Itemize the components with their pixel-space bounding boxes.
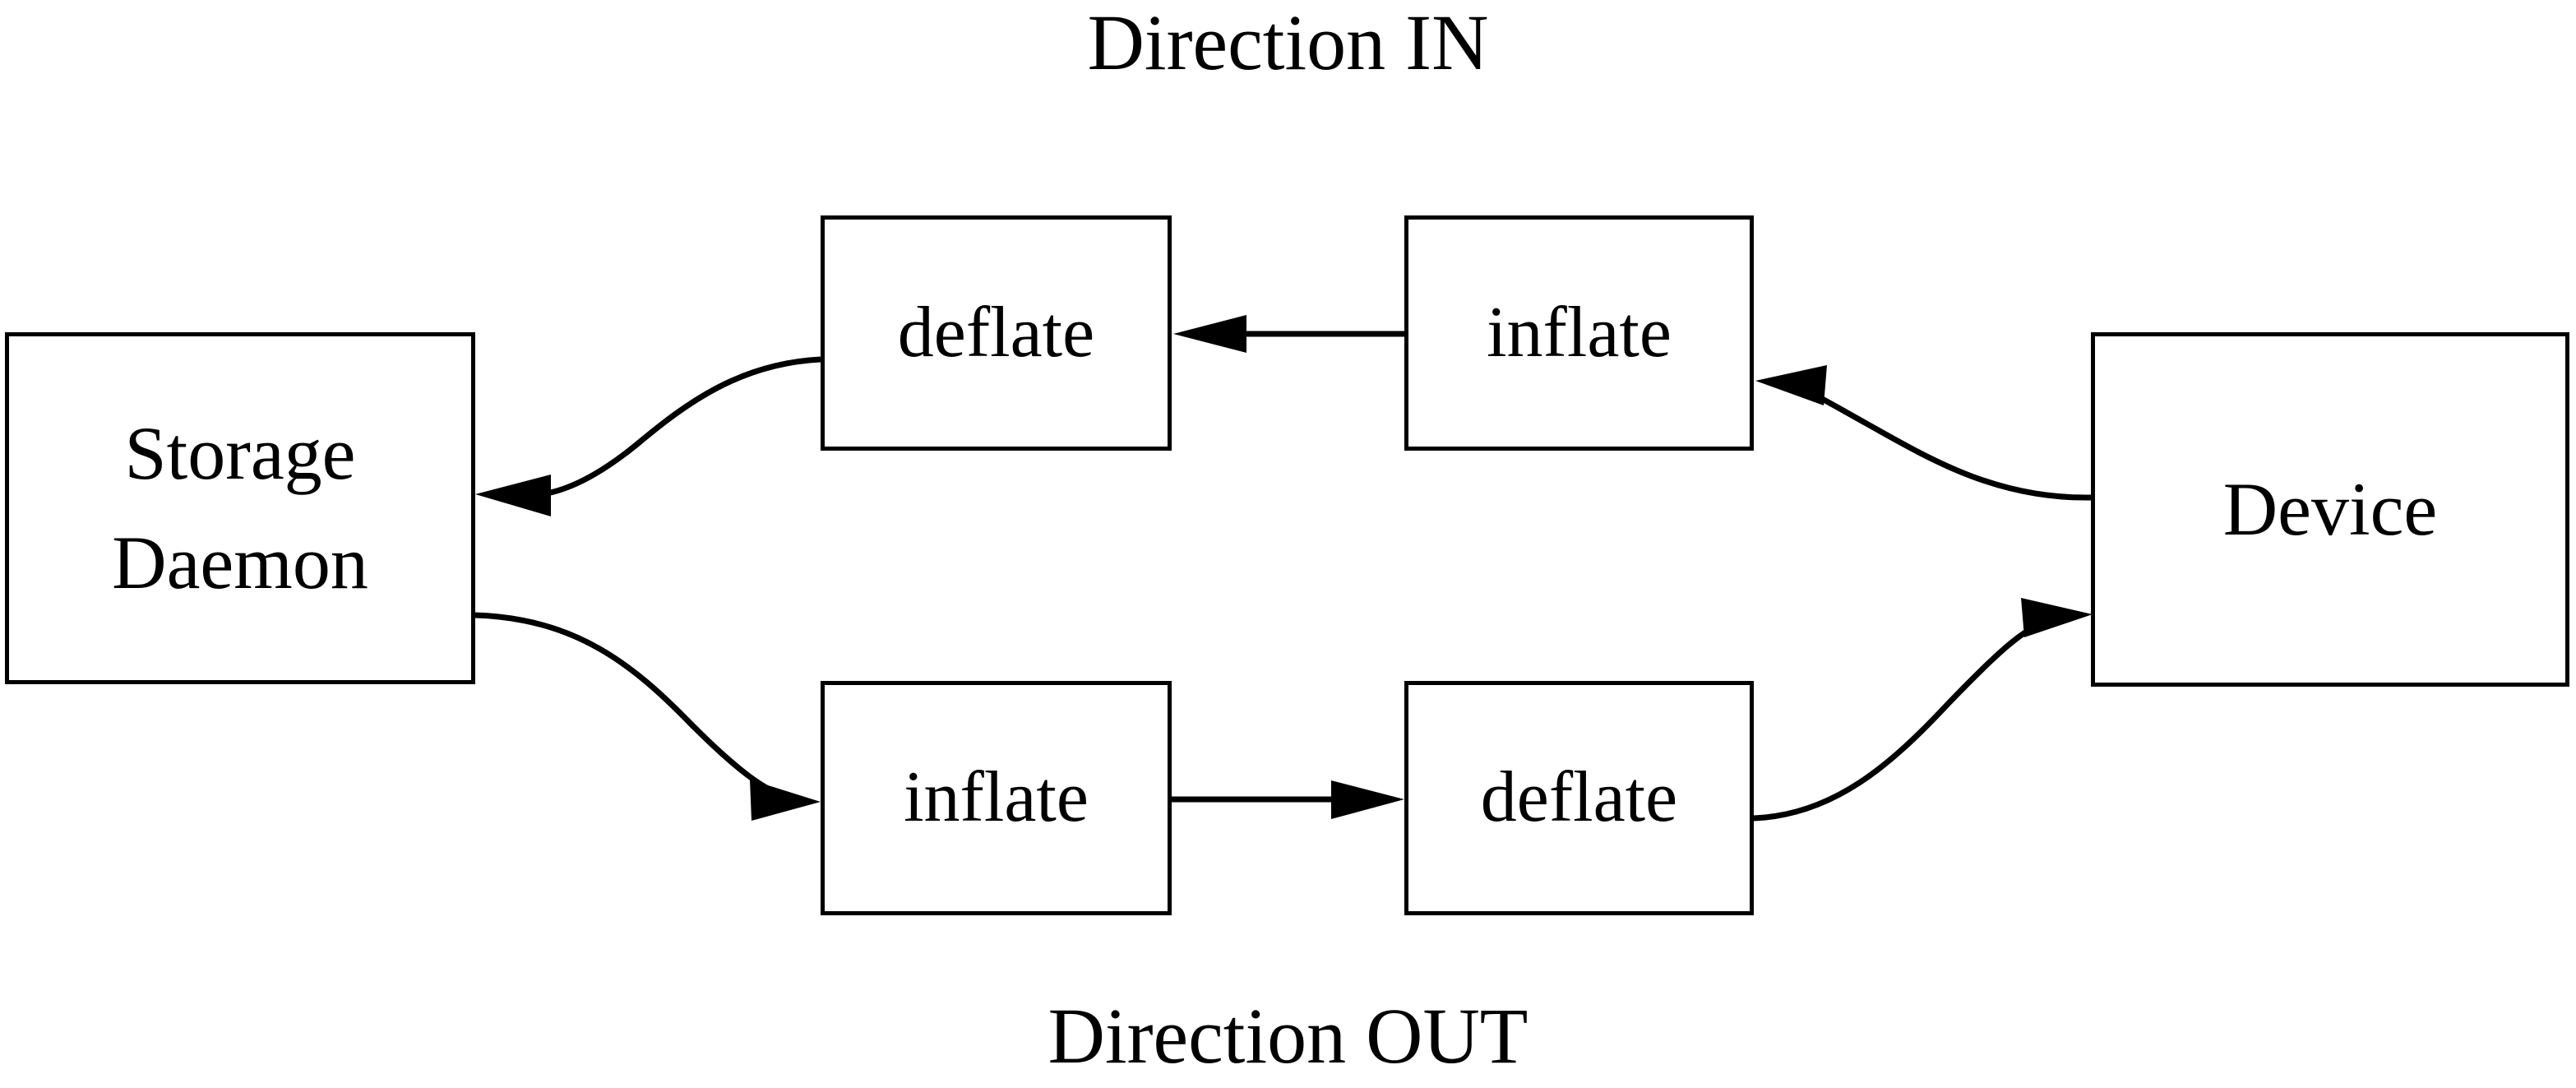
node-deflate-out[interactable]: deflate xyxy=(1404,681,1754,915)
node-device[interactable]: Device xyxy=(2091,332,2569,687)
node-storage-daemon-line2: Daemon xyxy=(112,521,368,604)
edge-deflate-in-to-storage xyxy=(475,356,821,516)
node-deflate-in[interactable]: deflate xyxy=(821,215,1172,451)
node-inflate-in-label: inflate xyxy=(1487,292,1672,373)
edge-device-to-inflate-in xyxy=(1755,365,2092,501)
node-deflate-in-label: deflate xyxy=(897,292,1095,373)
edge-storage-to-inflate-out xyxy=(474,612,821,821)
node-inflate-out[interactable]: inflate xyxy=(821,681,1172,915)
node-storage-daemon[interactable]: Storage Daemon xyxy=(5,332,475,684)
direction-out-caption: Direction OUT xyxy=(1048,992,1528,1080)
node-inflate-in[interactable]: inflate xyxy=(1404,215,1754,451)
direction-in-caption: Direction IN xyxy=(1087,0,1489,86)
edge-inflate-out-to-deflate-out xyxy=(1172,780,1404,819)
edge-inflate-in-to-deflate-in xyxy=(1173,315,1404,353)
node-device-label: Device xyxy=(2222,466,2438,551)
node-storage-daemon-line1: Storage xyxy=(124,410,356,495)
node-deflate-out-label: deflate xyxy=(1480,757,1678,838)
edge-deflate-out-to-device xyxy=(1753,598,2093,822)
node-inflate-out-label: inflate xyxy=(904,757,1089,838)
